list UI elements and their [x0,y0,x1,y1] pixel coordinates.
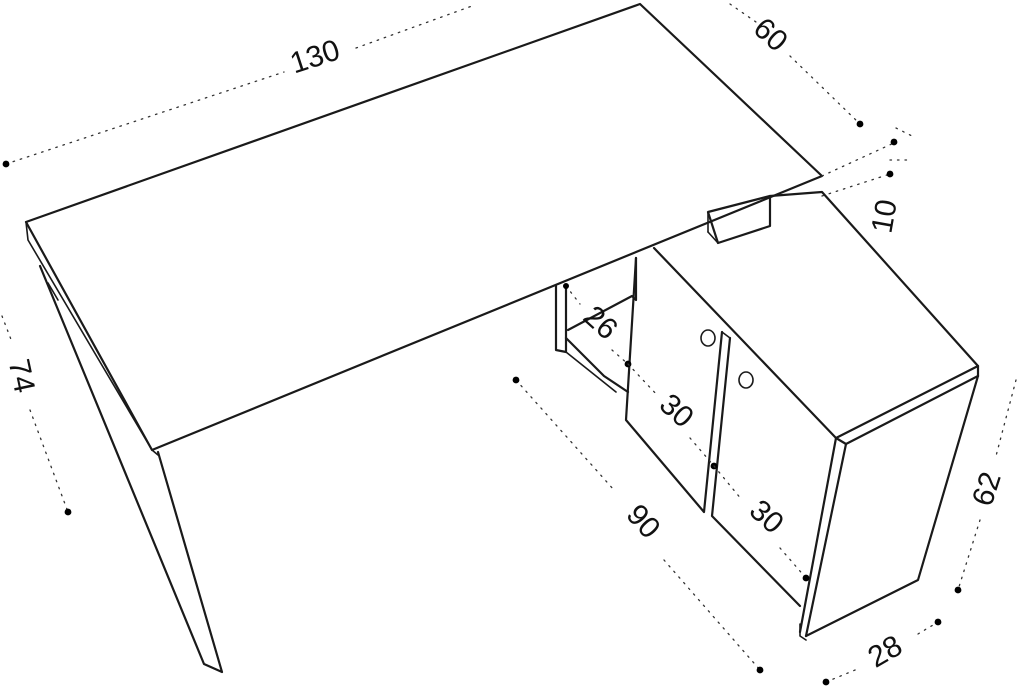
door-right [710,336,802,608]
left-leg-panel [38,264,224,674]
open-shelf-post [554,284,568,354]
label-cabinet-depth: 28 [863,629,908,674]
dimension-lines [1,3,1017,686]
dimension-labels: 130 60 10 74 26 30 30 90 62 28 [2,12,1008,675]
cabinet-front [652,246,838,440]
label-width: 130 [286,34,344,81]
label-cabinet-height: 62 [966,468,1008,510]
label-door-right: 30 [743,494,790,541]
door-left [624,256,724,514]
label-depth: 60 [747,12,794,59]
hanging-drawer [706,194,772,245]
door-knob-right [738,371,754,389]
desk-top-front-edge [25,221,153,451]
cabinet-right-side [804,374,980,638]
cabinet-bottom [799,623,807,641]
desk-drawing [24,2,980,674]
label-height: 74 [2,356,41,396]
desk-top [24,2,824,452]
cabinet-top [768,190,980,440]
label-cabinet-length: 90 [620,498,667,545]
label-shelf-width: 26 [577,300,624,347]
open-shelf-floor [564,336,630,394]
label-drawer-height: 10 [865,197,903,236]
door-knob-left [700,329,716,347]
label-door-left: 30 [653,388,700,435]
